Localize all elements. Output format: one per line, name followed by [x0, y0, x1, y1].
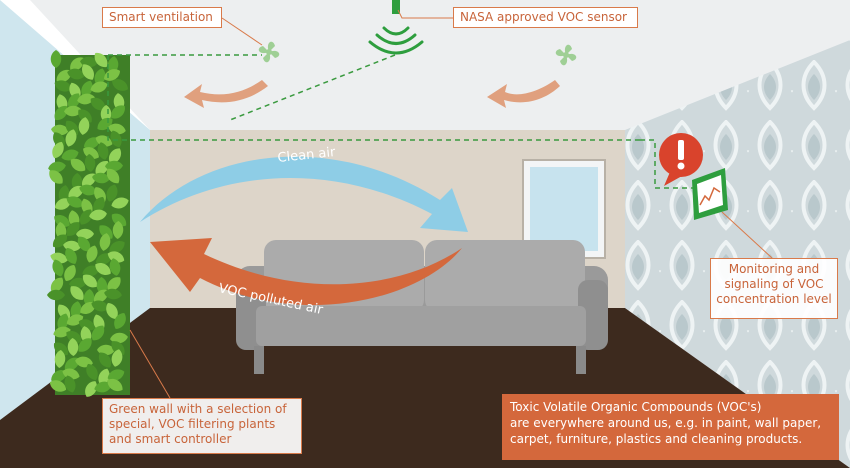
smart-ventilation-label: Smart ventilation [102, 7, 222, 28]
exclamation-alert-icon [659, 133, 703, 186]
clean-air-label: Clean air [277, 145, 337, 166]
wifi-signal-icon [368, 0, 424, 55]
fan-icon-right [555, 44, 577, 66]
chart-display-icon [692, 168, 728, 220]
green-wall [45, 49, 131, 400]
voc-sensor-label: NASA approved VOC sensor [453, 7, 638, 28]
monitoring-label: Monitoring and signaling of VOC concentr… [710, 258, 838, 319]
pointer-lines [129, 9, 773, 399]
ventilation-arrows [184, 80, 560, 108]
clean-air-arrow: Clean air [140, 145, 468, 232]
control-lines [107, 54, 700, 189]
green-wall-label: Green wall with a selection of special, … [102, 398, 302, 454]
fan-icon-left [258, 41, 280, 63]
toxic-voc-info-box: Toxic Volatile Organic Compounds (VOC's)… [502, 394, 839, 460]
